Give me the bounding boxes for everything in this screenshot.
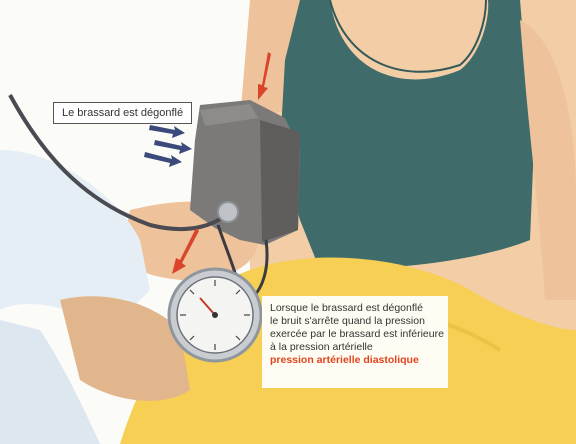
explanation-line: Lorsque le brassard est dégonflé [270,302,440,315]
explanation-box: Lorsque le brassard est dégonflé le brui… [262,296,448,388]
explanation-line: le bruit s'arrête quand la pression [270,315,440,328]
stethoscope-icon [218,202,238,222]
explanation-line: exercée par le brassard est inférieure [270,328,440,341]
cuff-deflated-label: Le brassard est dégonflé [53,102,192,124]
diastolic-pressure-label: pression artérielle diastolique [270,354,440,367]
explanation-line: à la pression artérielle [270,341,440,354]
manometer-gauge-icon [169,269,261,361]
